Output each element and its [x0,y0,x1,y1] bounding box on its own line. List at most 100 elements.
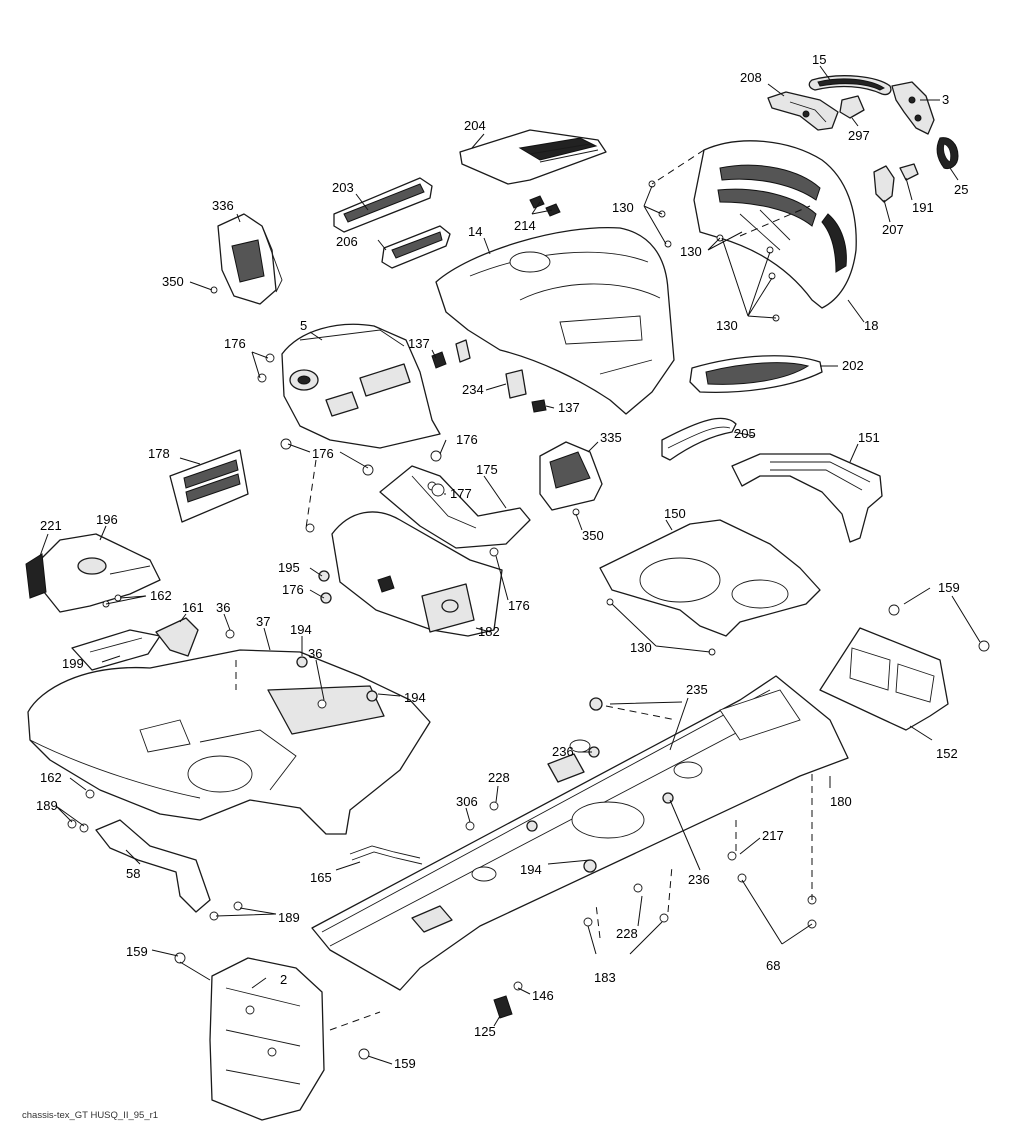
callout-68: 68 [766,958,780,973]
callout-336: 336 [212,198,234,213]
part-2-rear-plate [209,957,325,1121]
part-182-console [331,511,503,637]
callout-235: 235 [686,682,708,697]
callout-228-upper: 228 [488,770,510,785]
callout-234: 234 [462,382,484,397]
part-204-hood-top [459,129,607,185]
part-5-dash [281,323,441,449]
callout-206: 206 [336,234,358,249]
callout-176-lower-right: 176 [508,598,530,613]
callout-203: 203 [332,180,354,195]
callout-335: 335 [600,430,622,445]
callout-195: 195 [278,560,300,575]
callout-199: 199 [62,656,84,671]
part-180-frame [311,675,849,991]
callout-161: 161 [182,600,204,615]
callout-159-bottom: 159 [394,1056,416,1071]
part-161-plate [155,617,199,657]
part-206-vent [381,225,451,269]
part-14-hood [435,226,675,415]
callout-217: 217 [762,828,784,843]
callout-306: 306 [456,794,478,809]
callout-37: 37 [256,614,270,629]
part-137-clip-lower [531,399,547,413]
callout-3: 3 [942,92,949,107]
callout-146: 146 [532,988,554,1003]
callout-177: 177 [450,486,472,501]
part-191-clip [899,163,919,181]
part-297-clip [839,95,865,119]
callout-208: 208 [740,70,762,85]
part-37-fender [27,649,431,835]
callout-18: 18 [864,318,878,333]
callout-221: 221 [40,518,62,533]
callout-180: 180 [830,794,852,809]
callout-236-right: 236 [688,872,710,887]
part-214-clips [529,195,561,217]
callout-176-upper: 176 [224,336,246,351]
part-196-rear-cover [39,533,161,613]
fasteners [67,180,990,1060]
assembly-dashed-lines [235,149,813,1031]
callout-5: 5 [300,318,307,333]
part-234-label [455,339,527,399]
part-58-bracket [95,819,211,913]
callout-130-mid: 130 [680,244,702,259]
callout-36-left: 36 [216,600,230,615]
callout-194-upper: 194 [290,622,312,637]
part-207-bracket [873,165,895,203]
callout-175: 175 [476,462,498,477]
part-202-grille [689,355,823,393]
callout-189-lower: 189 [278,910,300,925]
callout-leaders [39,65,981,1065]
callout-137-lower: 137 [558,400,580,415]
callout-350-lower: 350 [582,528,604,543]
part-221-decal [25,553,47,599]
callout-214: 214 [514,218,536,233]
part-151-bracket [731,453,883,543]
part-178-vent-panel [169,449,249,523]
callout-152: 152 [936,746,958,761]
part-3-side-panel [891,81,935,135]
callout-125: 125 [474,1024,496,1039]
callout-36-right: 36 [308,646,322,661]
part-203-vent [333,177,433,233]
callout-196: 196 [96,512,118,527]
callout-15: 15 [812,52,826,67]
part-150-plate [599,519,821,637]
callout-162-lower: 162 [40,770,62,785]
callout-194-lower: 194 [520,862,542,877]
callout-205: 205 [734,426,756,441]
callout-297: 297 [848,128,870,143]
part-335-side-cover [539,441,603,511]
callout-130-bottom: 130 [716,318,738,333]
part-199-plate [71,629,161,671]
part-205-rail [661,417,737,461]
callout-228-lower: 228 [616,926,638,941]
callout-14: 14 [468,224,482,239]
callout-202: 202 [842,358,864,373]
part-175-support-bracket [379,465,531,549]
callout-151: 151 [858,430,880,445]
callout-176-right: 176 [456,432,478,447]
part-152-hitch-plate [819,627,949,731]
part-15-lens-strip [808,75,892,96]
callout-130-deck: 130 [630,640,652,655]
callout-150: 150 [664,506,686,521]
callout-183: 183 [594,970,616,985]
callout-236-left: 236 [552,744,574,759]
callout-165: 165 [310,870,332,885]
part-25-lens [936,137,959,169]
callout-182: 182 [478,624,500,639]
callout-176-lower-left: 176 [282,582,304,597]
callout-204: 204 [464,118,486,133]
callout-159-left: 159 [126,944,148,959]
callout-176-center: 176 [312,446,334,461]
part-336-panel [217,213,283,305]
diagram-caption: chassis-tex_GT HUSQ_II_95_r1 [22,1110,158,1121]
part-18-front-grille [693,140,857,309]
callout-130-left: 130 [612,200,634,215]
callout-162-upper: 162 [150,588,172,603]
